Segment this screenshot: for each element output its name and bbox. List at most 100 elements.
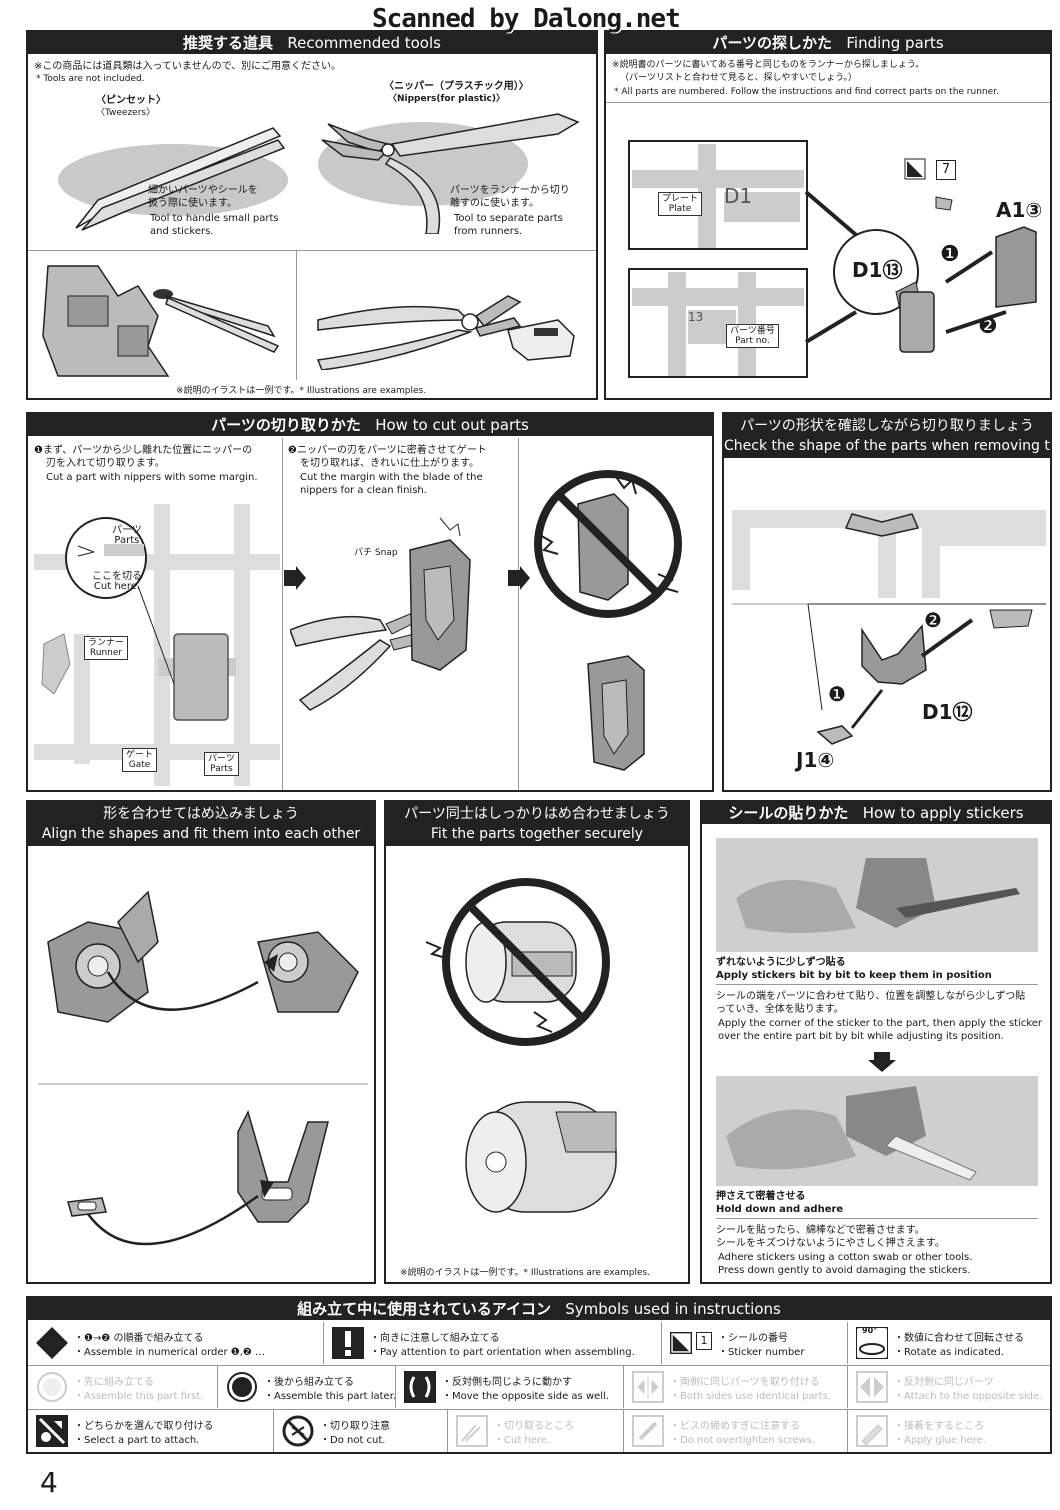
- symbols-panel: 組み立て中に使用されているアイコン Symbols used in instru…: [26, 1296, 1052, 1454]
- symbol-do-not-cut: ・切り取り注意・Do not cut.: [274, 1410, 448, 1452]
- symbol-opposite-side: ・反対側も同じように動かす・Move the opposite side as …: [396, 1366, 624, 1408]
- select-part-icon: [36, 1415, 68, 1447]
- tools-panel: 推奨する道具 Recommended tools ※この商品には道具類は入ってい…: [26, 30, 598, 400]
- symbol-numerical-order: ・❶→❷ の順番で組み立てる・Assemble in numerical ord…: [28, 1322, 324, 1364]
- nipper-gate-illustration: [290, 517, 471, 711]
- symbol-attach-opposite: ・反対側に同じパーツ・Attach to the opposite side.: [848, 1366, 1050, 1408]
- symbols-title: 組み立て中に使用されているアイコン Symbols used in instru…: [28, 1298, 1050, 1320]
- tweezers-desc-en1: Tool to handle small parts: [150, 213, 279, 224]
- symbol-sticker-number: 1 ・シールの番号・Sticker number: [662, 1322, 848, 1364]
- shape-step1: ❶: [828, 682, 846, 706]
- finding-arrows: [804, 190, 1037, 353]
- align-title-en: Align the shapes and fit them into each …: [28, 824, 374, 846]
- sticker-p2-en2: Press down gently to avoid damaging the …: [718, 1265, 971, 1276]
- sticker-h2-jp: 押さえて密着させる: [716, 1191, 806, 1202]
- sticker-p1-jp1: シールの端をパーツに合わせて貼り、位置を調整しながら少しずつ貼: [716, 991, 1026, 1002]
- both-sides-icon: [632, 1371, 664, 1403]
- cut-panel: パーツの切り取りかた How to cut out parts ❶まず、パーツか…: [26, 412, 714, 792]
- cut-step1-jp2: 刃を入れて切り取ります。: [46, 458, 165, 469]
- sticker-p2-jp2: シールをキズつけないようにやさしく押さえます。: [716, 1238, 945, 1249]
- finding-panel: パーツの探しかた Finding parts ※説明書のパーツに書いてある番号と…: [604, 30, 1052, 400]
- tools-note-jp: ※この商品には道具類は入っていませんので、別にご用意ください。: [34, 61, 341, 72]
- tweezers-name-en: 〈Tweezers〉: [96, 108, 156, 118]
- sticker-p2-en1: Adhere stickers using a cotton swab or o…: [718, 1252, 973, 1263]
- watermark: Scanned by Dalong.net: [372, 4, 681, 34]
- snap-label: パチ Snap: [354, 548, 398, 558]
- sticker-p1-en2: over the entire part bit by bit while ad…: [718, 1031, 1004, 1042]
- align-panel: 形を合わせてはめ込みましょう Align the shapes and fit …: [26, 800, 376, 1284]
- sticker-icon: [904, 158, 926, 180]
- tools-footnote: ※説明のイラストは一例です。* Illustrations are exampl…: [176, 386, 427, 396]
- symbol-both-sides: ・両側に同じパーツを取り付ける・Both sides use identical…: [624, 1366, 848, 1408]
- sticker-h2-en: Hold down and adhere: [716, 1204, 844, 1215]
- tweezers-desc-jp1: 細かいパーツやシールを: [148, 185, 258, 196]
- finding-step2: ❷: [978, 314, 998, 339]
- nippers-desc-jp2: 離すのに使います。: [450, 198, 539, 209]
- sticker-icon-2: [670, 1332, 692, 1354]
- cut-step1-jp1: ❶まず、パーツから少し離れた位置にニッパーの: [34, 445, 253, 456]
- symbol-orientation: ・向きに注意して組み立てる・Pay attention to part orie…: [324, 1322, 662, 1364]
- attach-opposite-icon: [856, 1371, 888, 1403]
- finding-step1: ❶: [940, 242, 960, 267]
- sticker-panel: シールの貼りかた How to apply stickers ずれないように少し…: [700, 800, 1052, 1284]
- tweezers-name-jp: 〈ピンセット〉: [96, 95, 166, 106]
- nippers-name-en: 〈Nippers(for plastic)〉: [388, 94, 505, 104]
- symbol-glue: ・接着をするところ・Apply glue here.: [848, 1410, 1050, 1452]
- nippers-name-jp: 〈ニッパー（プラスチック用）〉: [384, 81, 529, 92]
- symbol-select-part: ・どちらかを選んで取り付ける・Select a part to attach.: [28, 1410, 274, 1452]
- runner-plate-illustration: [628, 140, 808, 250]
- runner-partno-illustration: [628, 268, 808, 378]
- cut-here-icon: [456, 1415, 488, 1447]
- shape-step2: ❷: [924, 608, 942, 632]
- finding-note-jp1: ※説明書のパーツに書いてある番号と同じものをランナーから探しましょう。: [612, 60, 925, 70]
- nippers-desc-en2: from runners.: [454, 226, 523, 237]
- symbol-assemble-later: ・後から組み立てる・Assemble this part later.: [218, 1366, 396, 1408]
- rotate-icon: [856, 1327, 888, 1359]
- screw-icon: [632, 1415, 664, 1447]
- exclamation-icon: [332, 1327, 364, 1359]
- nippers-illustration: [318, 113, 580, 234]
- label-d1-12: D1⑫: [922, 700, 973, 724]
- mirror-move-icon: [404, 1371, 436, 1403]
- align-title-jp: 形を合わせてはめ込みましょう: [28, 802, 374, 824]
- cut-step2-jp1: ❷ニッパーの刃をパーツに密着させてゲート: [288, 445, 487, 456]
- no-cut-icon: [282, 1415, 314, 1447]
- sticker-h1-en: Apply stickers bit by bit to keep them i…: [716, 970, 992, 981]
- label-j1-4: J1④: [796, 748, 835, 772]
- symbol-screws: ・ビスの締めすぎに注意する・Do not overtighten screws.: [624, 1410, 848, 1452]
- sticker-p1-en1: Apply the corner of the sticker to the p…: [718, 1018, 1043, 1029]
- finding-callout: D1⑬: [852, 258, 903, 282]
- cut-step1-en: Cut a part with nippers with some margin…: [46, 472, 258, 483]
- runner-cut-illustration: [34, 504, 280, 786]
- glue-icon: [856, 1415, 888, 1447]
- shape-title-jp: パーツの形状を確認しながら切り取りましょう: [724, 414, 1050, 436]
- prohibited-cut-illustration: [534, 470, 682, 771]
- symbol-rotate: 90° ・数値に合わせて回転させる・Rotate as indicated.: [848, 1322, 1050, 1364]
- part-label-a1: A1③: [996, 198, 1043, 222]
- tweezers-illustration: [58, 127, 288, 231]
- diamond-icon: [36, 1327, 68, 1359]
- align-illustration: [38, 890, 368, 1246]
- fit-footnote: ※説明のイラストは一例です。* Illustrations are exampl…: [400, 1268, 651, 1278]
- sticker-number: 7: [936, 160, 956, 180]
- tweezers-desc-en2: and stickers.: [150, 226, 214, 237]
- fit-title-jp: パーツ同士はしっかりはめ合わせましょう: [386, 802, 688, 824]
- arrow-down-icon: [868, 1052, 896, 1072]
- assemble-first-icon: [37, 1372, 67, 1402]
- cut-step2-en2: nippers for a clean finish.: [300, 485, 427, 496]
- fit-illustration: [425, 878, 617, 1213]
- arrow-right-icon-2: [508, 566, 530, 590]
- assemble-later-icon: [227, 1372, 257, 1402]
- sticker-title: シールの貼りかた How to apply stickers: [702, 802, 1050, 824]
- shape-title-en: Check the shape of the parts when removi…: [724, 436, 1050, 458]
- shape-check-illustration: [732, 510, 1046, 745]
- symbol-cut-here: ・切り取るところ・Cut here.: [448, 1410, 624, 1452]
- sticker-h1-jp: ずれないように少しずつ貼る: [716, 957, 846, 968]
- shape-panel: パーツの形状を確認しながら切り取りましょう Check the shape of…: [722, 412, 1052, 792]
- nippers-desc-en1: Tool to separate parts: [454, 213, 563, 224]
- sticker-p1-jp2: っていき、全体を貼ります。: [716, 1004, 844, 1015]
